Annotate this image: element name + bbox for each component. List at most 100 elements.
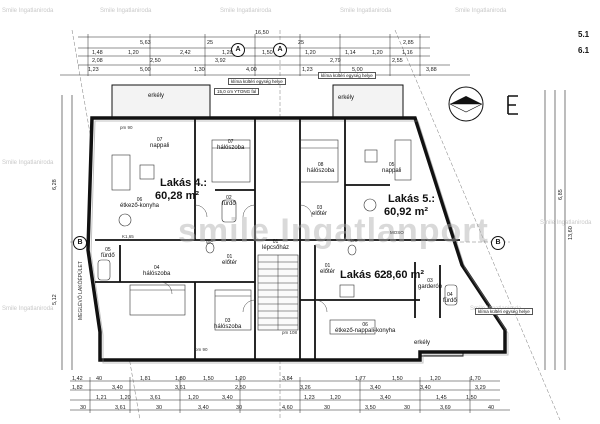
dimension: 2,55 [392, 58, 403, 64]
dimension: 3,92 [215, 58, 226, 64]
room-label: erkély [414, 340, 431, 346]
dimension: 1,30 [194, 67, 205, 73]
dimension: 5,63 [140, 40, 151, 46]
watermark-small: Smile Ingatlaniroda [100, 8, 152, 14]
apartment-area: 28,60 m² [380, 269, 425, 281]
dimension: 4,00 [246, 67, 257, 73]
dimension: 1,23 [88, 67, 99, 73]
stair-treads [258, 255, 298, 330]
dimension: 40 [488, 405, 495, 411]
dimension: 1,23 [304, 395, 315, 401]
room-label: erkély [338, 95, 355, 101]
dimension: 1,20 [188, 395, 199, 401]
note-box: 15,0 cm YTONG fal [214, 88, 260, 95]
dimension: 1,70 [470, 376, 481, 382]
dimension: 3,50 [365, 405, 376, 411]
dimension: 1,14 [345, 50, 356, 56]
dimension: 2,79 [330, 58, 341, 64]
dimension: 3,40 [420, 385, 431, 391]
dimension: 1,20 [330, 395, 341, 401]
existing-building-label: MEGLÉVŐ LAKÓÉPÜLET [78, 261, 84, 320]
apartment-name: Lakás 6.: [340, 269, 388, 281]
apartment-area: 60,28 m² [155, 190, 200, 202]
sanitary-fixtures [97, 199, 458, 306]
dimension: 30 [404, 405, 411, 411]
watermark-small: Smile Ingatlaniroda [2, 160, 54, 166]
apartment-name: Lakás 5.: [388, 193, 436, 205]
dimension: 25 [298, 40, 305, 46]
dimension: 3,61 [115, 405, 126, 411]
bottom-dimension-lines [70, 380, 510, 411]
axis-bubble-b: B [491, 236, 505, 250]
tag-label: pm 90 [120, 125, 133, 130]
tag-label: pm 90 [195, 347, 208, 352]
tag-label: pm 108 [282, 330, 298, 335]
dimension: 1,20 [235, 376, 246, 382]
top-dimension-lines [60, 36, 470, 76]
dimension: 1,42 [72, 376, 83, 382]
interior-walls [95, 118, 460, 360]
dimension: 3,40 [112, 385, 123, 391]
top-dimension-ticks [87, 34, 421, 76]
note-box: klíma kültéri egység helye [475, 308, 533, 315]
note-box: klíma kültéri egység helye [228, 78, 286, 85]
dimension: 5,00 [140, 67, 151, 73]
axis-bubble-b: B [73, 236, 87, 250]
dimension: 1,77 [355, 376, 366, 382]
dimension: 1,50 [392, 376, 403, 382]
dimension: 30 [324, 405, 331, 411]
dimension: 1,23 [302, 67, 313, 73]
dimension: 3,40 [222, 395, 233, 401]
dimension: 1,20 [222, 50, 233, 56]
watermark-small: Smile Ingatlaniroda [2, 306, 54, 312]
dimension: 1,20 [430, 376, 441, 382]
dimension: 3,61 [150, 395, 161, 401]
tag-label: K1,65 [122, 234, 134, 239]
dimension: 25 [207, 40, 214, 46]
room-label: erkély [148, 93, 165, 99]
furniture-living [111, 139, 412, 335]
dimension: 2,08 [92, 58, 103, 64]
dimension: 1,45 [436, 395, 447, 401]
watermark-small: Smile Ingatlaniroda [2, 8, 54, 14]
dimension: 3,40 [380, 395, 391, 401]
watermark-small: Smile Ingatlaniroda [340, 8, 392, 14]
dimension: 3,40 [198, 405, 209, 411]
tag-label: MOSO [390, 230, 404, 235]
dimension: 5,00 [352, 67, 363, 73]
dimension: 2,50 [235, 385, 246, 391]
dimension: 1,20 [120, 395, 131, 401]
dimension: 30 [236, 405, 243, 411]
axis-bubble-a: A [273, 43, 287, 57]
dimension: 30 [80, 405, 87, 411]
dimension: 3,29 [475, 385, 486, 391]
section-label: 6.1 [578, 46, 590, 55]
dimension: 2,42 [180, 50, 191, 56]
watermark-small: Smile Ingatlaniroda [220, 8, 272, 14]
dimension: 1,50 [203, 376, 214, 382]
dimension: 3,26 [300, 385, 311, 391]
watermark-large: smile Ingatlanport [178, 212, 489, 250]
section-label: 5.1 [578, 30, 590, 39]
apartment-area: 60,92 m² [384, 206, 429, 218]
note-box: klíma kültéri egység helye [318, 72, 376, 79]
dimension: 40 [96, 376, 103, 382]
watermark-small: Smile Ingatlaniroda [455, 8, 507, 14]
axis-bubble-a: A [231, 43, 245, 57]
tag-label: WC [350, 238, 358, 243]
furniture-beds [129, 139, 339, 331]
dimension: 1,20 [372, 50, 383, 56]
door-swings [159, 204, 328, 313]
